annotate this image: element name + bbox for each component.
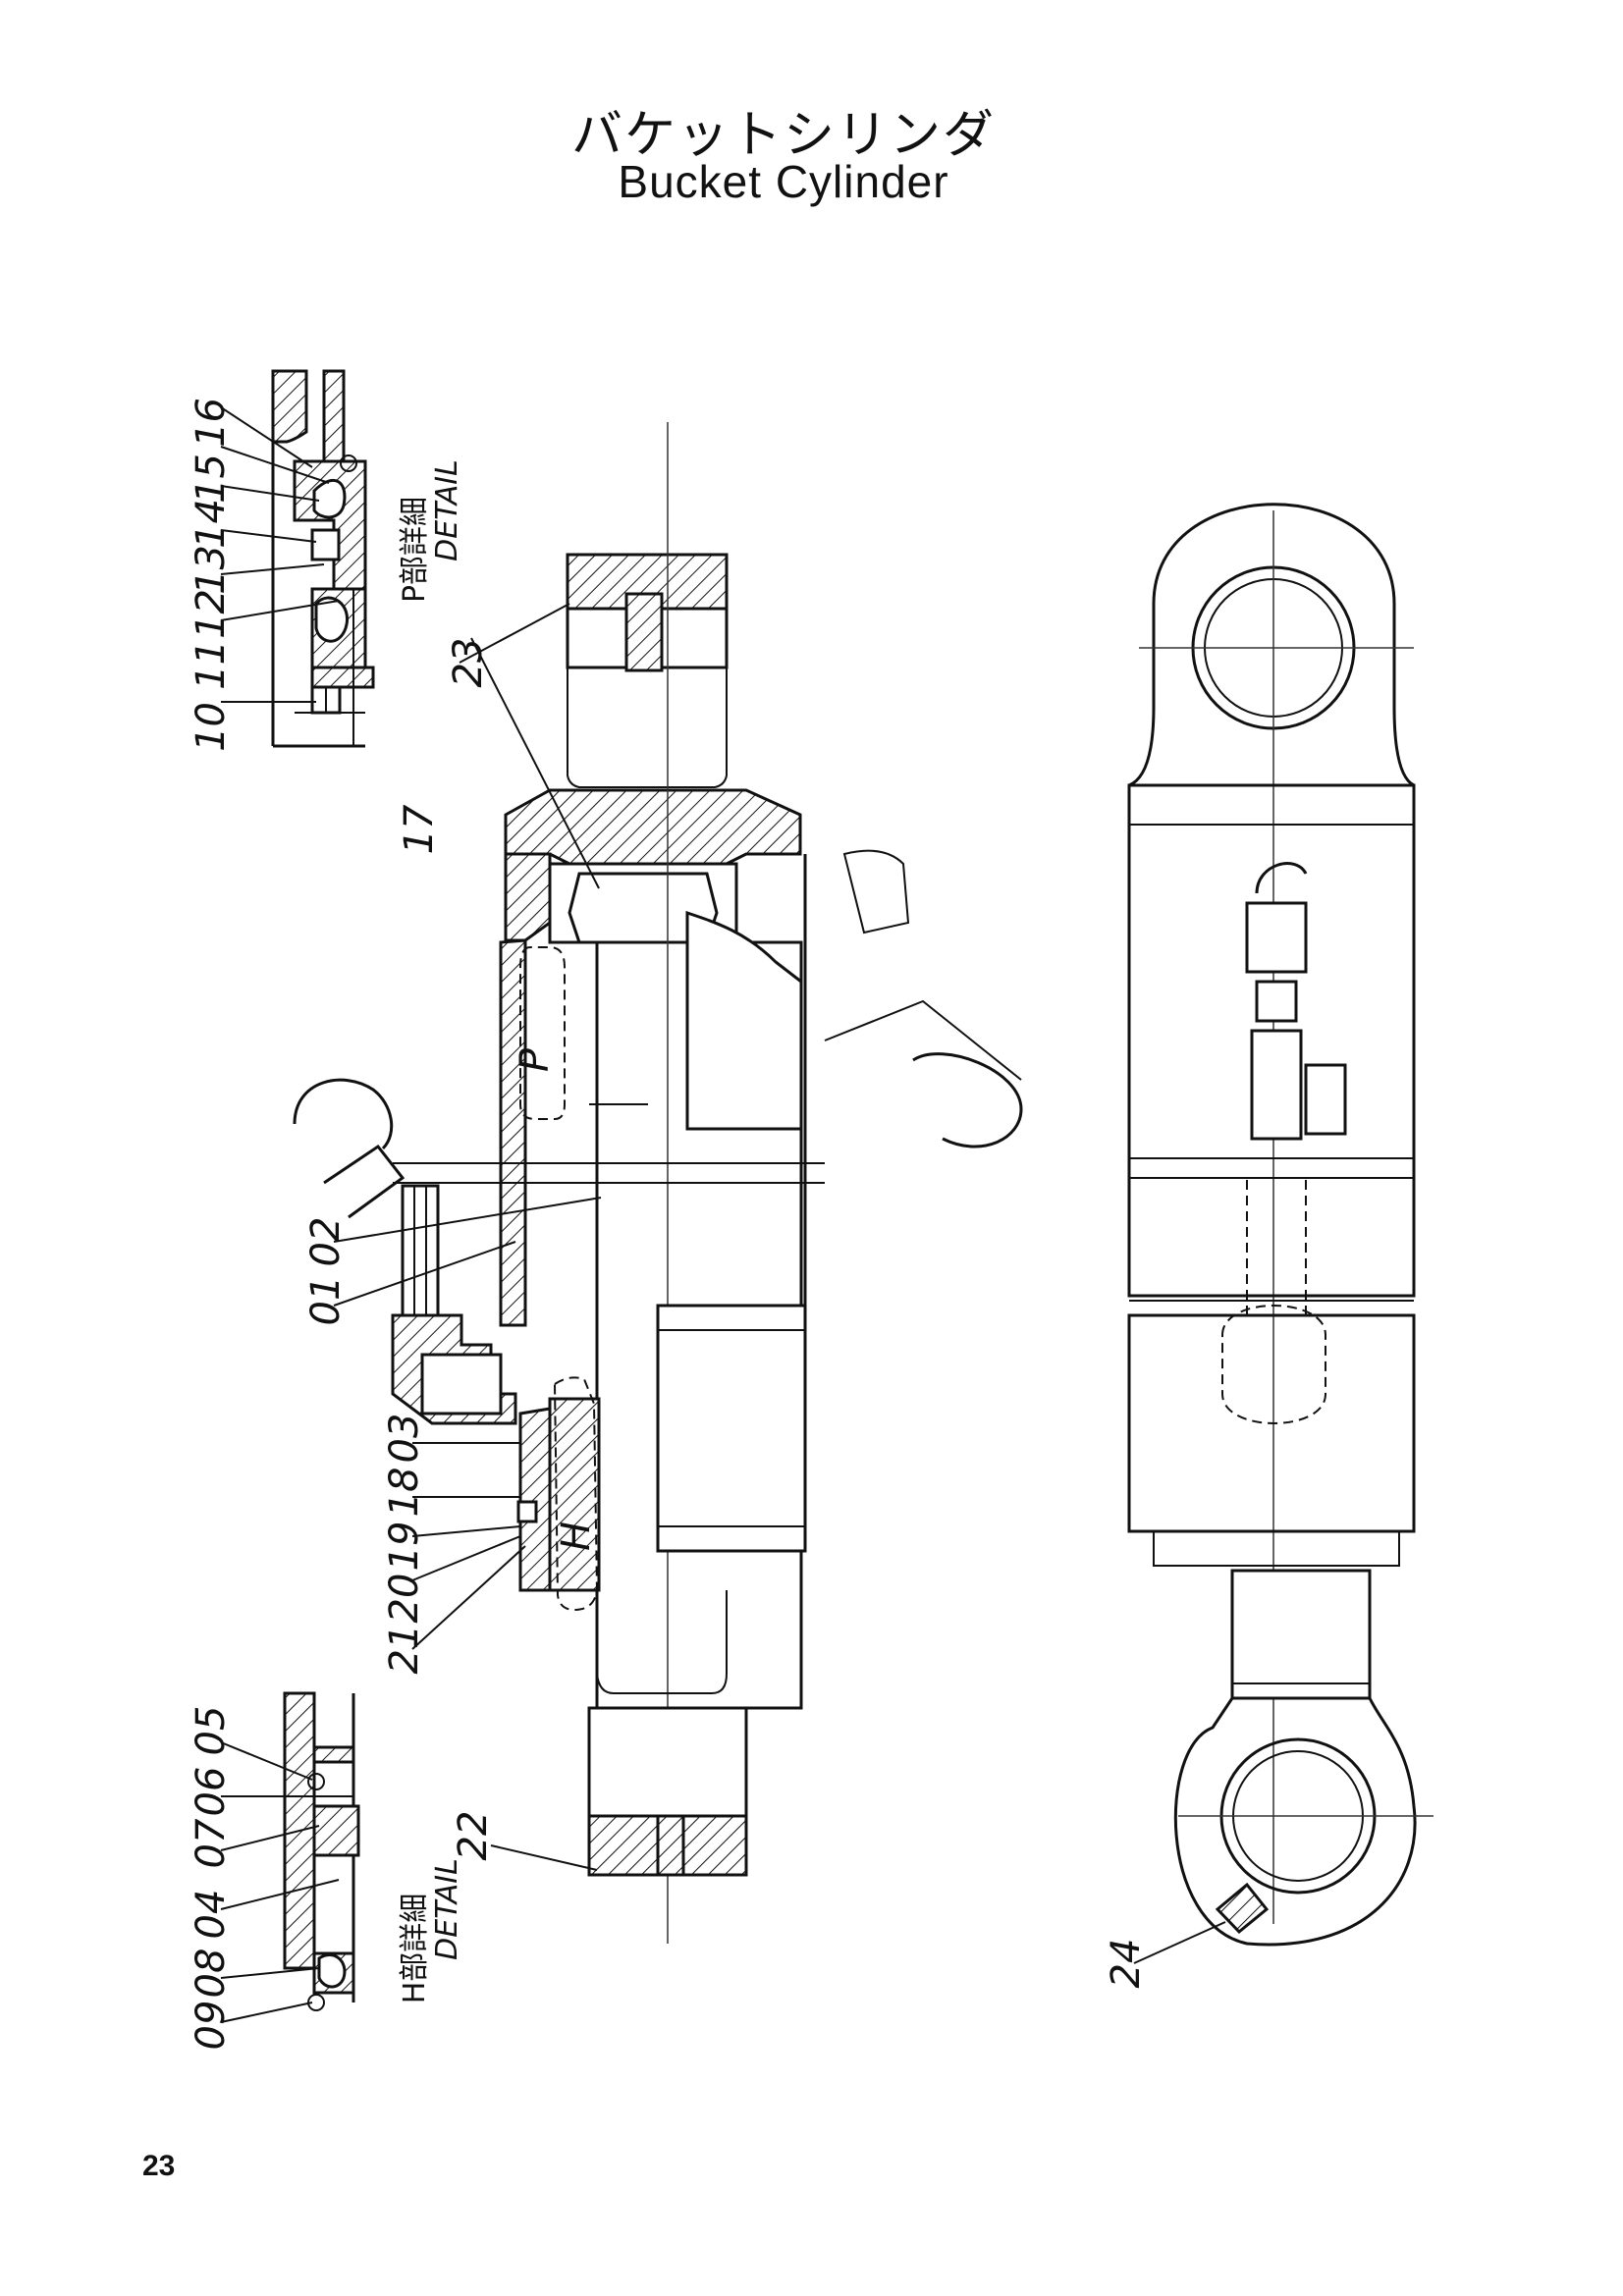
p-detail-view: 16 15 14 13 12 11 10 P部詳細 DETAIL (189, 369, 464, 752)
label-20: 20 (382, 1574, 427, 1624)
label-09: 09 (189, 2001, 234, 2051)
mark-p: P (513, 1047, 558, 1072)
label-23: 23 (446, 638, 491, 688)
page-number: 23 (142, 2150, 176, 2182)
p-detail-sub: DETAIL (430, 459, 464, 561)
label-02: 02 (303, 1217, 349, 1267)
label-11: 11 (189, 640, 234, 690)
title-japanese: バケットシリンダ (570, 106, 996, 165)
label-18: 18 (382, 1468, 427, 1518)
h-detail-heading: H部詳細 (398, 1894, 432, 2004)
label-15: 15 (189, 454, 234, 504)
label-12: 12 (189, 589, 234, 639)
label-01: 01 (303, 1276, 349, 1326)
title-english: Bucket Cylinder (618, 156, 949, 207)
label-17: 17 (397, 804, 442, 854)
label-03: 03 (382, 1414, 427, 1464)
label-14: 14 (189, 499, 234, 549)
label-19: 19 (382, 1522, 427, 1572)
label-21: 21 (382, 1625, 427, 1675)
h-detail-view: 05 06 07 04 08 09 H部詳細 DETAIL (189, 1691, 464, 2051)
label-07: 07 (189, 1818, 234, 1868)
label-24: 24 (1104, 1939, 1149, 1989)
label-08: 08 (189, 1949, 234, 1999)
label-16: 16 (189, 398, 234, 448)
label-22: 22 (451, 1811, 496, 1861)
p-detail-heading: P部詳細 (398, 497, 432, 603)
main-section-view: P H (293, 422, 1023, 1944)
mark-h: H (554, 1522, 599, 1551)
label-13: 13 (189, 545, 234, 595)
label-05: 05 (189, 1706, 234, 1756)
label-10: 10 (189, 702, 234, 752)
label-04: 04 (189, 1890, 234, 1940)
h-detail-sub: DETAIL (430, 1858, 464, 1960)
label-06: 06 (189, 1767, 234, 1817)
external-view: 24 (1104, 503, 1434, 1989)
